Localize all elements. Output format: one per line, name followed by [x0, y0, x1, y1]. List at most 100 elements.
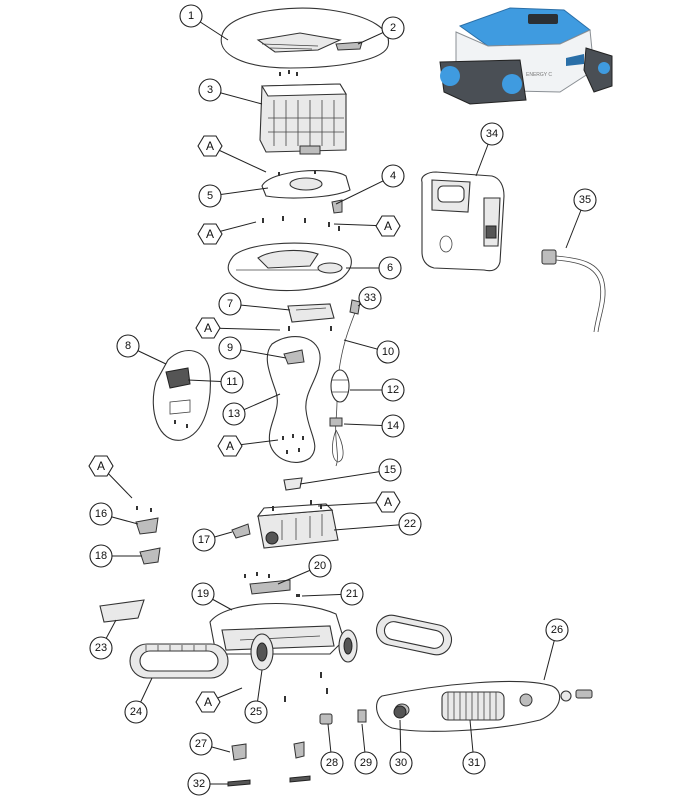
- callout-label-18: 18: [95, 550, 107, 562]
- part-spring-32b: [289, 775, 311, 783]
- callout-label-32: 32: [193, 778, 205, 790]
- part-impeller-housing: [287, 303, 335, 323]
- callout-label-21: 21: [346, 588, 358, 600]
- part-upper-body: [227, 242, 352, 292]
- part-foot-18: [139, 547, 161, 565]
- callout-6: 6: [378, 256, 402, 280]
- part-spring-32: [227, 779, 251, 787]
- callout-label-11: 11: [226, 376, 237, 388]
- fastener-tag-1: A: [197, 135, 223, 157]
- callout-2: 2: [381, 16, 405, 40]
- robot-product-image: [439, 7, 613, 105]
- screw-8b: [186, 424, 188, 428]
- callout-label-12: 12: [387, 384, 399, 396]
- callout-label-31: 31: [468, 757, 480, 769]
- callout-23: 23: [89, 636, 113, 660]
- callout-label-10: 10: [382, 346, 394, 358]
- part-chassis: [209, 602, 345, 655]
- callout-15: 15: [378, 458, 402, 482]
- fastener-tag-label: A: [204, 321, 212, 335]
- part-clip: [331, 199, 343, 214]
- callout-label-35: 35: [579, 194, 591, 206]
- part-cap: [283, 349, 305, 365]
- callout-18: 18: [89, 544, 113, 568]
- screws-chassis: [284, 672, 328, 702]
- fastener-tag-label: A: [384, 219, 392, 233]
- fastener-tag-2: A: [197, 223, 223, 245]
- callout-label-17: 17: [198, 534, 210, 546]
- callout-7: 7: [218, 292, 242, 316]
- callout-25: 25: [244, 700, 268, 724]
- screw-16a: [136, 506, 138, 510]
- fastener-tags: A A A A A A A A: [88, 135, 401, 713]
- fastener-tag-label: A: [97, 459, 105, 473]
- part-cable-assembly: [329, 299, 361, 467]
- fastener-tag-label: A: [204, 695, 212, 709]
- callout-28: 28: [320, 751, 344, 775]
- fastener-tag-6: A: [88, 455, 114, 477]
- part-plate-20: [249, 579, 291, 595]
- callout-16: 16: [89, 502, 113, 526]
- callout-14: 14: [381, 414, 405, 438]
- part-extension-cable: [541, 249, 606, 333]
- callout-label-24: 24: [130, 706, 142, 718]
- fastener-tag-label: A: [384, 495, 392, 509]
- fastener-tag-label: A: [226, 439, 234, 453]
- callout-11: 11: [220, 370, 244, 394]
- callout-31: 31: [462, 751, 486, 775]
- callout-35: 35: [573, 188, 597, 212]
- callout-label-27: 27: [195, 738, 207, 750]
- part-filter-basket: [259, 83, 347, 155]
- part-motor-unit: [256, 503, 339, 549]
- callout-label-16: 16: [95, 508, 107, 520]
- callout-24: 24: [124, 700, 148, 724]
- callout-1: 1: [179, 4, 203, 28]
- part-pin-29: [357, 709, 367, 723]
- part-brush-guard: [99, 599, 145, 623]
- screws-20: [244, 572, 300, 597]
- callout-label-20: 20: [314, 560, 326, 572]
- screws-top: [279, 70, 298, 76]
- part-top-plate: [261, 170, 351, 199]
- callout-34: 34: [480, 122, 504, 146]
- part-bolt-hardware: [560, 689, 593, 702]
- callout-10: 10: [376, 340, 400, 364]
- part-side-panel: [152, 350, 211, 441]
- callout-label-30: 30: [395, 757, 407, 769]
- screws-plate: [262, 170, 340, 231]
- callout-label-26: 26: [551, 624, 563, 636]
- robot-badge: ENERGY C: [526, 72, 552, 78]
- callout-19: 19: [191, 582, 215, 606]
- callout-9: 9: [218, 336, 242, 360]
- fastener-tag-3: A: [375, 215, 401, 237]
- leader-line-15: [299, 469, 391, 485]
- part-handle-insert: [165, 367, 191, 389]
- part-nut-30: [393, 705, 407, 719]
- part-wheel-right: [338, 629, 358, 663]
- callout-33: 33: [358, 286, 382, 310]
- part-power-supply: [421, 171, 505, 272]
- screws-13: [282, 434, 304, 454]
- fastener-tag-8: A: [195, 691, 221, 713]
- callout-8: 8: [116, 334, 140, 358]
- callout-26: 26: [545, 618, 569, 642]
- callout-label-5: 5: [207, 190, 213, 202]
- callout-label-34: 34: [486, 128, 498, 140]
- part-drive-wheel: [250, 633, 274, 671]
- callout-17: 17: [192, 528, 216, 552]
- callout-label-7: 7: [227, 298, 233, 310]
- callout-label-4: 4: [390, 170, 396, 182]
- callout-label-23: 23: [95, 642, 107, 654]
- part-clamp: [283, 477, 303, 491]
- callout-label-22: 22: [404, 518, 416, 530]
- part-side-bracket: [169, 399, 191, 415]
- callout-label-6: 6: [387, 262, 393, 274]
- callout-label-2: 2: [390, 22, 396, 34]
- part-bracket-17: [231, 523, 251, 539]
- part-track-left: [129, 643, 229, 679]
- callout-27: 27: [189, 732, 213, 756]
- leader-line-22: [333, 523, 411, 531]
- callout-label-19: 19: [197, 588, 209, 600]
- callout-20: 20: [308, 554, 332, 578]
